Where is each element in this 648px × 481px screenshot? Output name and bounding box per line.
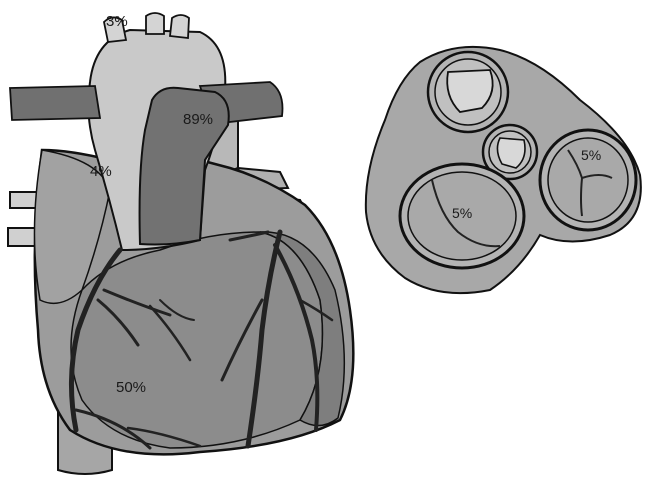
aortic-branch-2	[146, 13, 164, 34]
label-left-valve: 5%	[452, 205, 472, 221]
valve-plane-illustration: 5% 5%	[366, 47, 641, 293]
label-right-valve: 5%	[581, 147, 601, 163]
label-aorta-top: 3%	[106, 13, 128, 30]
aortic-valve-leaflets	[497, 138, 525, 168]
pulmonary-artery-left-branch	[10, 86, 100, 120]
heart-illustration: 3% 89% 4% 50%	[8, 13, 353, 474]
label-pulmonary-artery: 89%	[183, 111, 213, 128]
label-ventricle: 50%	[116, 379, 146, 396]
aortic-branch-3	[170, 15, 189, 38]
label-ascending-aorta: 4%	[90, 163, 112, 180]
